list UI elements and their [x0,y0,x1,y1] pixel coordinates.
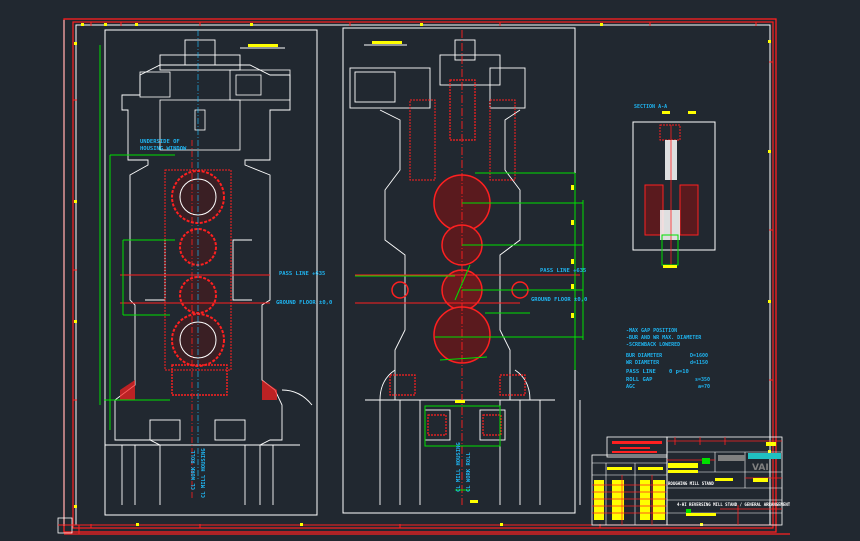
spec-label-2: WR DIAMETER [626,360,660,366]
title-block-stand: ROUGHING MILL STAND [668,481,714,486]
logo-text: VAI [752,463,769,473]
spec-label-4: ROLL GAP [626,377,653,383]
spec-label-5: AGC [626,384,635,390]
spec-label-3: PASS LINE [626,369,656,375]
section-title: SECTION A-A [634,104,667,110]
section-view: SECTION A-A [632,104,716,268]
spec-value-4: s=350 [695,377,710,383]
notes: -MAX GAP POSITION -BUR AND WR MAX. DIAME… [626,328,710,390]
note-line-2: -BUR AND WR MAX. DIAMETER [626,335,702,341]
spec-value-5: a=70 [698,384,710,390]
spec-value-1: D=1600 [690,353,708,359]
title-block[interactable]: VAI ROUGHING MILL STAND 4-HI REVERSING M… [591,436,791,526]
title-block-description: 4-HI REVERSING MILL STAND / GENERAL ARRA… [677,502,791,507]
spec-value-3: 0 p=10 [669,369,689,375]
label-cl-mill-housing-center: CL MILL HOUSING [456,442,462,492]
label-underside-2: HOUSING WINDOW [140,146,187,152]
spec-label-1: BUR DIAMETER [626,353,663,359]
label-cl-work-roll-left: CL WORK ROLL [191,450,197,490]
spec-value-2: d=1150 [690,360,708,366]
label-cl-mill-housing-left: CL MILL HOUSING [201,448,207,498]
title-marker-left [248,44,278,47]
drawing-frame [57,18,790,535]
label-underside-1: UNDERSIDE OF [140,139,180,145]
left-rolls [120,169,277,400]
label-pass-line-left: PASS LINE +635 [279,271,325,277]
label-ground-floor-left: GROUND FLOOR ±0,0 [276,300,332,306]
front-view: PASS LINE +635 GROUND FLOOR ±0,0 CL MILL… [342,27,587,514]
label-cl-work-roll-center: CL WORK ROLL [466,452,472,492]
note-line-3: -SCREWBACK LOWERED [626,342,680,348]
company-logo-icon [702,458,710,464]
side-view: UNDERSIDE OF HOUSING WINDOW PASS LINE +6… [99,29,332,516]
label-pass-line-center: PASS LINE +635 [540,268,586,274]
note-line-1: -MAX GAP POSITION [626,328,677,334]
center-rolls [389,79,529,436]
title-marker-center [372,41,402,44]
label-ground-floor-center: GROUND FLOOR ±0,0 [531,297,587,303]
